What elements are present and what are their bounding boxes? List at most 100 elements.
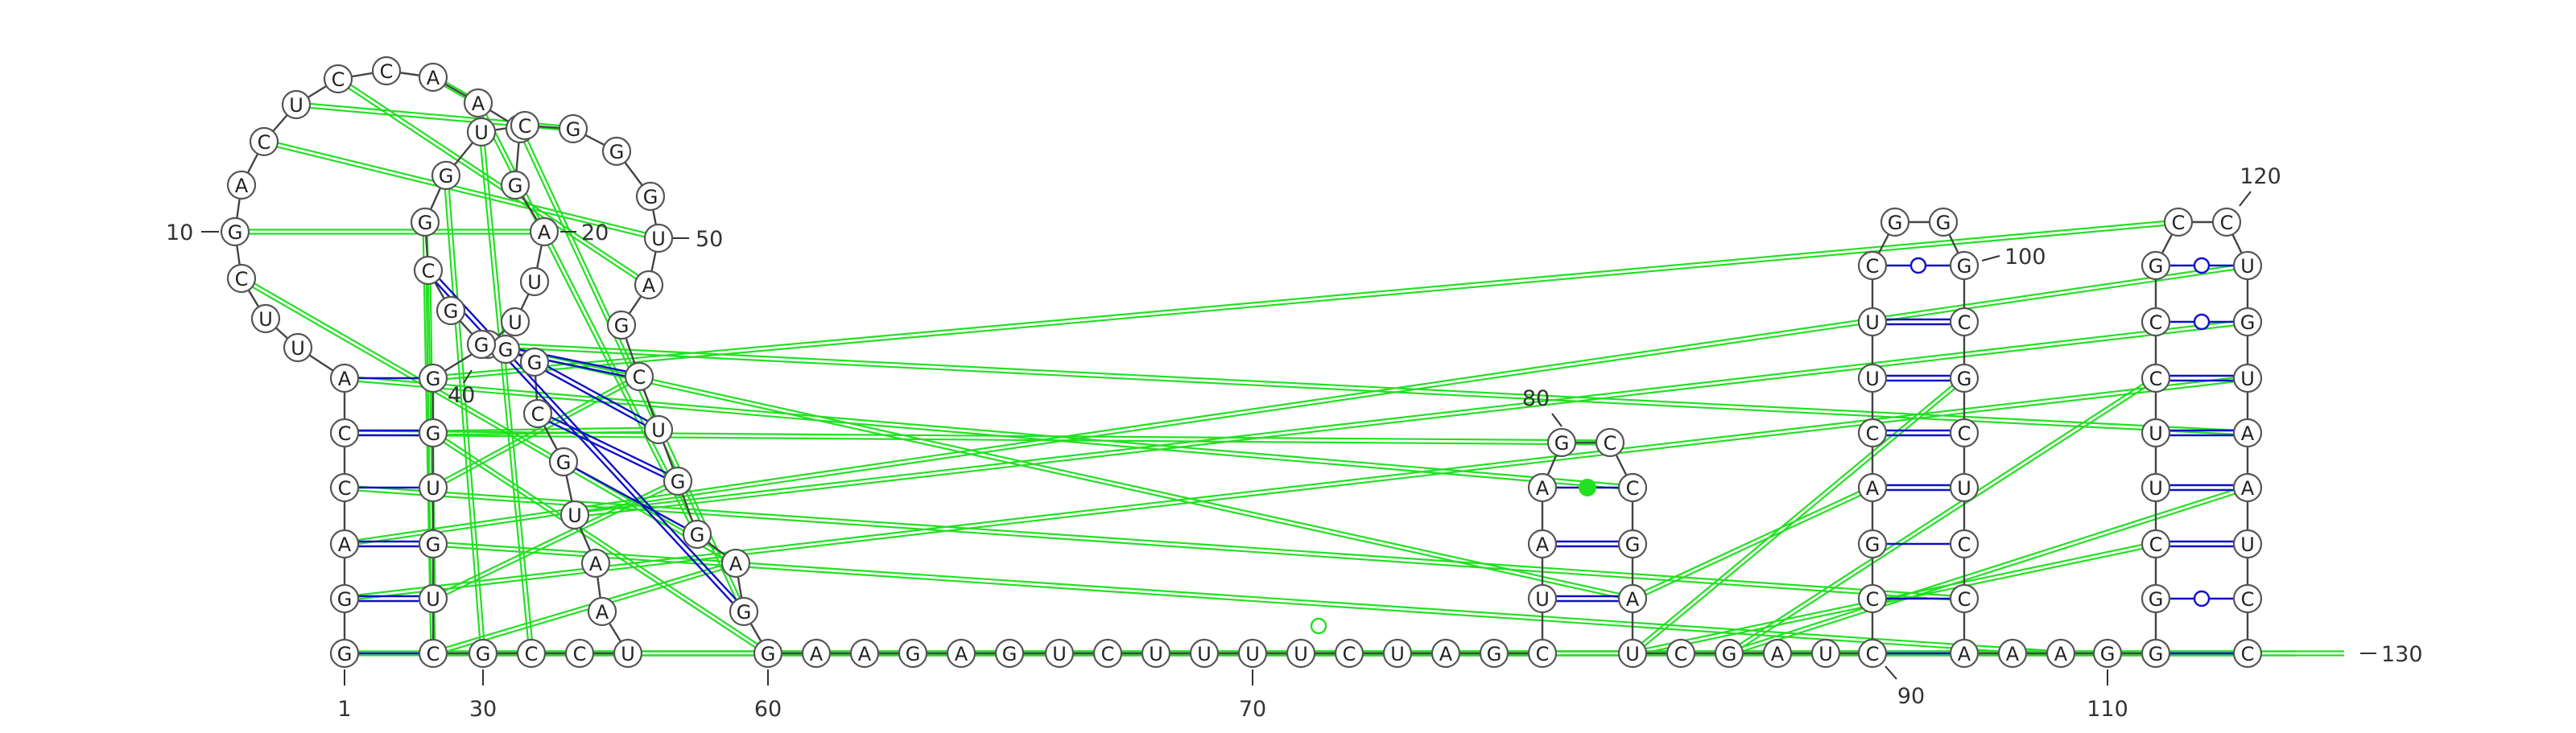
nucleotide-letter: G [476, 643, 491, 665]
position-label: 50 [696, 227, 723, 252]
nucleotide-letter: G [508, 175, 523, 197]
nucleotide-letter: G [337, 588, 353, 611]
nucleotide-letter: A [472, 93, 485, 115]
nucleotide: G [1880, 207, 1910, 237]
nucleotide: C [1949, 307, 1979, 337]
nucleotide: U [1237, 638, 1268, 669]
nucleotide-circle [606, 310, 637, 340]
nucleotide-letter: G [737, 601, 752, 624]
nucleotide: G [2092, 638, 2123, 669]
nucleotide-circle [1949, 529, 1979, 559]
nucleotide-circle [1546, 427, 1577, 458]
nucleotide: C [1949, 418, 1979, 448]
nucleotide-circle [635, 181, 666, 212]
nucleotide: C [1857, 250, 1888, 281]
nucleotide-letter: C [1604, 432, 1617, 455]
nucleotide-letter: U [1390, 643, 1405, 665]
nucleotide: G [410, 207, 440, 237]
nucleotide-circle [1857, 363, 1888, 393]
nucleotide: U [2232, 363, 2263, 393]
nucleotide: G [601, 136, 632, 167]
nucleotide-letter: C [1958, 588, 1971, 611]
nucleotide: A [1430, 638, 1461, 669]
nucleotide-circle [1617, 638, 1648, 669]
nucleotide-letter: U [2149, 477, 2163, 500]
nucleotide: C [2211, 207, 2242, 237]
nucleotide: G [1857, 529, 1888, 559]
nucleotide-circle [250, 303, 281, 334]
nucleotide-letter: U [2240, 255, 2255, 278]
nucleotide-letter: U [1245, 643, 1260, 665]
nucleotide: U [1141, 638, 1171, 669]
nucleotide-circle [1949, 418, 1979, 448]
nucleotide-circle [580, 548, 611, 579]
tertiary-interaction-line [1729, 488, 2249, 657]
nucleotide-circle [1527, 529, 1558, 559]
position-label: 120 [2240, 164, 2281, 189]
position-label: 130 [2381, 642, 2423, 667]
nucleotide-circle [1857, 638, 1888, 669]
noncanonical-pair-marker [1579, 479, 1596, 496]
nucleotide-letter: U [1149, 643, 1163, 665]
nucleotide: U [2232, 529, 2263, 559]
nucleotide: C [516, 638, 547, 669]
nucleotide: U [1949, 472, 1979, 503]
nucleotide: U [519, 266, 550, 297]
nucleotide-circle [1479, 638, 1509, 669]
nucleotide-letter: C [332, 68, 345, 91]
nucleotide-circle [371, 56, 402, 86]
position-tick [1885, 665, 1897, 680]
nucleotide-circle [463, 88, 493, 118]
base-pair-line [575, 467, 686, 529]
nucleotide-circle [516, 638, 547, 669]
nucleotide-letter: G [690, 524, 705, 546]
position-label: 80 [1522, 386, 1550, 411]
nucleotide-letter: G [337, 643, 353, 665]
nucleotide: G [418, 363, 448, 393]
nucleotide-letter: G [527, 352, 543, 374]
nucleotide-letter: G [2149, 643, 2164, 665]
nucleotide-letter: G [1888, 212, 1903, 234]
nucleotide-circle [801, 638, 832, 669]
nucleotide-letter: U [508, 311, 522, 334]
nucleotide-letter: G [1554, 432, 1570, 455]
nucleotide-letter: G [906, 643, 921, 665]
nucleotide-letter: U [1625, 643, 1640, 665]
nucleotide: G [2140, 250, 2171, 281]
tertiary-interaction-line [431, 434, 768, 657]
nucleotide-circle [548, 447, 579, 477]
nucleotide: U [1617, 638, 1648, 669]
nucleotide-letter: G [614, 315, 630, 337]
nucleotide: A [720, 548, 751, 579]
nucleotide-letter: C [1101, 643, 1115, 665]
nucleotide-letter: G [761, 643, 776, 665]
wobble-pair-marker [1909, 257, 1927, 274]
nucleotide: U [2140, 472, 2171, 503]
nucleotide-letter: G [1865, 533, 1880, 556]
nucleotide-letter: A [1536, 477, 1550, 500]
nucleotide-letter: A [589, 553, 603, 575]
position-label: 40 [448, 383, 475, 408]
nucleotide-circle [643, 223, 674, 253]
nucleotide-circle [249, 126, 279, 157]
nucleotide-circle [624, 361, 654, 392]
nucleotide-letter: C [2149, 533, 2163, 556]
nucleotide-circle [418, 529, 448, 559]
nucleotide: G [753, 638, 783, 669]
nucleotide-letter: C [1536, 643, 1550, 665]
nucleotide: G [682, 519, 712, 550]
nucleotide-letter: A [2054, 643, 2068, 665]
nucleotide-letter: G [2240, 311, 2256, 334]
nucleotide-letter: U [1197, 643, 1212, 665]
nucleotide: A [1617, 583, 1648, 614]
position-label: 90 [1897, 684, 1925, 709]
nucleotide-circle [1762, 638, 1793, 669]
nucleotide-letter: C [1343, 643, 1356, 665]
nucleotide-letter: A [1958, 643, 1971, 665]
nucleotide-letter: U [474, 121, 489, 144]
nucleotide-circle [1430, 638, 1461, 669]
nucleotide-letter: C [1958, 533, 1971, 556]
nucleotide-circle [682, 519, 712, 550]
nucleotide: G [1714, 638, 1744, 669]
nucleotide: G [548, 447, 579, 477]
